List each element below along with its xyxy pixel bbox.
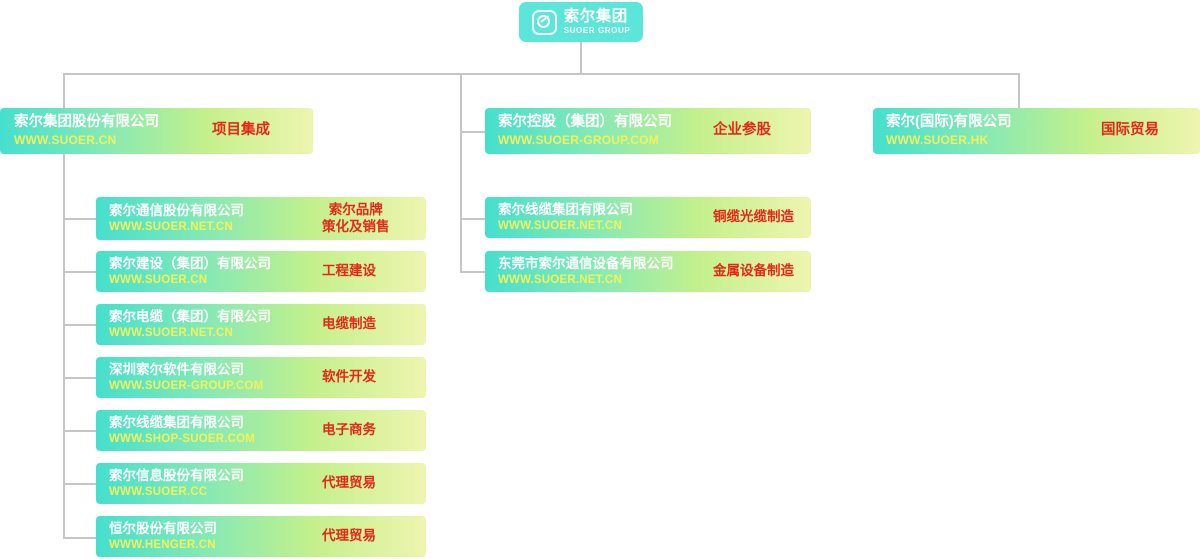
- node-company-url: WWW.SUOER.CN: [14, 132, 117, 147]
- node-info: 恒尔股份有限公司 WWW.HENGER.CN: [109, 521, 322, 553]
- node-company-url: WWW.SUOER.NET.CN: [109, 221, 233, 234]
- connector-left-child-stub: [63, 324, 96, 326]
- node-company-url: WWW.SUOER.CN: [109, 274, 208, 287]
- connector-root-stem: [580, 42, 582, 75]
- node-tag: 索尔品牌 策化及销售: [322, 202, 390, 235]
- node-company-url: WWW.SUOER.NET.CN: [498, 220, 622, 233]
- connector-middle-child-stub: [460, 218, 485, 220]
- connector-left-child-stub: [63, 377, 96, 379]
- node-tag: 代理贸易: [322, 475, 376, 491]
- node-tag-line: 索尔品牌: [328, 202, 383, 218]
- node-dongguan-suoer-communication-equipment[interactable]: 东莞市索尔通信设备有限公司 WWW.SUOER.NET.CN 金属设备制造: [485, 251, 811, 292]
- node-tag-line: 代理贸易: [322, 528, 376, 544]
- node-suoer-information[interactable]: 索尔信息股份有限公司 WWW.SUOER.CC 代理贸易: [96, 463, 426, 504]
- root-name-en: SUOER GROUP: [563, 25, 631, 35]
- node-company-url: WWW.SUOER-GROUP.COM: [498, 132, 659, 147]
- node-tag-line: 国际贸易: [1101, 122, 1159, 139]
- node-tag-line: 项目集成: [212, 122, 270, 139]
- node-company-url: WWW.SHOP-SUOER.COM: [109, 433, 256, 446]
- node-info: 索尔集团股份有限公司 WWW.SUOER.CN: [14, 114, 212, 147]
- node-suoer-cable-group[interactable]: 索尔电缆（集团）有限公司 WWW.SUOER.NET.CN 电缆制造: [96, 304, 426, 345]
- node-company-name: 索尔(国际)有限公司: [886, 114, 1012, 131]
- node-company-name: 恒尔股份有限公司: [109, 520, 217, 536]
- branch-head-domestic[interactable]: 索尔集团股份有限公司 WWW.SUOER.CN 项目集成: [0, 108, 313, 154]
- node-tag: 铜缆光缆制造: [713, 209, 794, 225]
- suoer-circle-logo-icon: [531, 9, 557, 35]
- node-company-url: WWW.SUOER.HK: [886, 132, 989, 147]
- node-tag: 企业参股: [713, 122, 771, 140]
- connector-left-child-stub: [63, 271, 96, 273]
- node-tag: 项目集成: [212, 122, 270, 140]
- node-tag: 金属设备制造: [713, 263, 794, 279]
- node-tag-line: 铜缆光缆制造: [713, 209, 794, 225]
- node-company-name: 索尔信息股份有限公司: [109, 467, 244, 483]
- connector-left-trunk: [63, 73, 65, 539]
- node-tag: 工程建设: [322, 263, 376, 279]
- node-company-url: WWW.SUOER-GROUP.COM: [109, 380, 264, 393]
- node-suoer-wire-cable-group[interactable]: 索尔线缆集团有限公司 WWW.SHOP-SUOER.COM 电子商务: [96, 410, 426, 451]
- connector-middle-head-stub: [460, 131, 485, 133]
- node-company-name: 索尔线缆集团有限公司: [498, 201, 633, 217]
- connector-right-trunk: [1018, 73, 1020, 110]
- connector-left-child-stub: [63, 430, 96, 432]
- node-info: 索尔(国际)有限公司 WWW.SUOER.HK: [886, 114, 1101, 147]
- connector-left-child-stub: [63, 483, 96, 485]
- node-tag-line: 软件开发: [322, 369, 376, 385]
- connector-left-child-stub: [63, 537, 96, 539]
- node-suoer-communication[interactable]: 索尔通信股份有限公司 WWW.SUOER.NET.CN 索尔品牌 策化及销售: [96, 197, 426, 240]
- node-info: 索尔通信股份有限公司 WWW.SUOER.NET.CN: [109, 203, 322, 235]
- node-suoer-cable-group-holding[interactable]: 索尔线缆集团有限公司 WWW.SUOER.NET.CN 铜缆光缆制造: [485, 197, 811, 238]
- node-company-url: WWW.HENGER.CN: [109, 539, 216, 552]
- node-company-name: 索尔线缆集团有限公司: [109, 414, 244, 430]
- node-company-url: WWW.SUOER.NET.CN: [498, 274, 622, 287]
- node-tag-line: 工程建设: [322, 263, 376, 279]
- node-company-name: 索尔建设（集团）有限公司: [109, 255, 271, 271]
- node-info: 索尔线缆集团有限公司 WWW.SHOP-SUOER.COM: [109, 415, 322, 447]
- node-info: 索尔电缆（集团）有限公司 WWW.SUOER.NET.CN: [109, 309, 322, 341]
- node-tag-line: 企业参股: [713, 122, 771, 139]
- node-company-name: 深圳索尔软件有限公司: [109, 361, 244, 377]
- node-info: 索尔控股（集团）有限公司 WWW.SUOER-GROUP.COM: [498, 114, 713, 147]
- node-company-name: 索尔控股（集团）有限公司: [498, 114, 672, 131]
- connector-left-child-stub: [63, 218, 96, 220]
- connector-middle-trunk: [460, 73, 462, 272]
- node-shenzhen-suoer-software[interactable]: 深圳索尔软件有限公司 WWW.SUOER-GROUP.COM 软件开发: [96, 357, 426, 398]
- node-tag: 国际贸易: [1101, 122, 1159, 140]
- root-name-cn: 索尔集团: [563, 8, 628, 26]
- node-tag-line: 策化及销售: [322, 218, 390, 234]
- node-info: 索尔建设（集团）有限公司 WWW.SUOER.CN: [109, 256, 322, 288]
- node-info: 深圳索尔软件有限公司 WWW.SUOER-GROUP.COM: [109, 362, 322, 394]
- connector-middle-child-stub: [460, 271, 485, 273]
- node-tag-line: 代理贸易: [322, 475, 376, 491]
- node-suoer-construction[interactable]: 索尔建设（集团）有限公司 WWW.SUOER.CN 工程建设: [96, 251, 426, 292]
- node-company-name: 索尔通信股份有限公司: [109, 202, 244, 218]
- node-company-name: 索尔电缆（集团）有限公司: [109, 308, 271, 324]
- node-tag-line: 金属设备制造: [713, 263, 794, 279]
- node-henger-shares[interactable]: 恒尔股份有限公司 WWW.HENGER.CN 代理贸易: [96, 516, 426, 557]
- branch-head-holding[interactable]: 索尔控股（集团）有限公司 WWW.SUOER-GROUP.COM 企业参股: [485, 108, 811, 154]
- node-info: 东莞市索尔通信设备有限公司 WWW.SUOER.NET.CN: [498, 256, 713, 288]
- node-info: 索尔信息股份有限公司 WWW.SUOER.CC: [109, 468, 322, 500]
- branch-head-international[interactable]: 索尔(国际)有限公司 WWW.SUOER.HK 国际贸易: [873, 108, 1200, 154]
- node-tag: 电子商务: [322, 422, 376, 438]
- root-node-suoer-group[interactable]: 索尔集团 SUOER GROUP: [519, 2, 643, 42]
- node-tag-line: 电子商务: [322, 422, 376, 438]
- node-info: 索尔线缆集团有限公司 WWW.SUOER.NET.CN: [498, 202, 713, 234]
- node-tag: 代理贸易: [322, 528, 376, 544]
- node-company-url: WWW.SUOER.CC: [109, 486, 208, 499]
- root-node-text: 索尔集团 SUOER GROUP: [564, 9, 631, 35]
- node-company-name: 东莞市索尔通信设备有限公司: [498, 255, 674, 271]
- node-tag: 软件开发: [322, 369, 376, 385]
- connector-main-bar: [63, 73, 1019, 75]
- node-company-url: WWW.SUOER.NET.CN: [109, 327, 233, 340]
- node-company-name: 索尔集团股份有限公司: [14, 114, 159, 131]
- node-tag: 电缆制造: [322, 316, 376, 332]
- node-tag-line: 电缆制造: [322, 316, 376, 332]
